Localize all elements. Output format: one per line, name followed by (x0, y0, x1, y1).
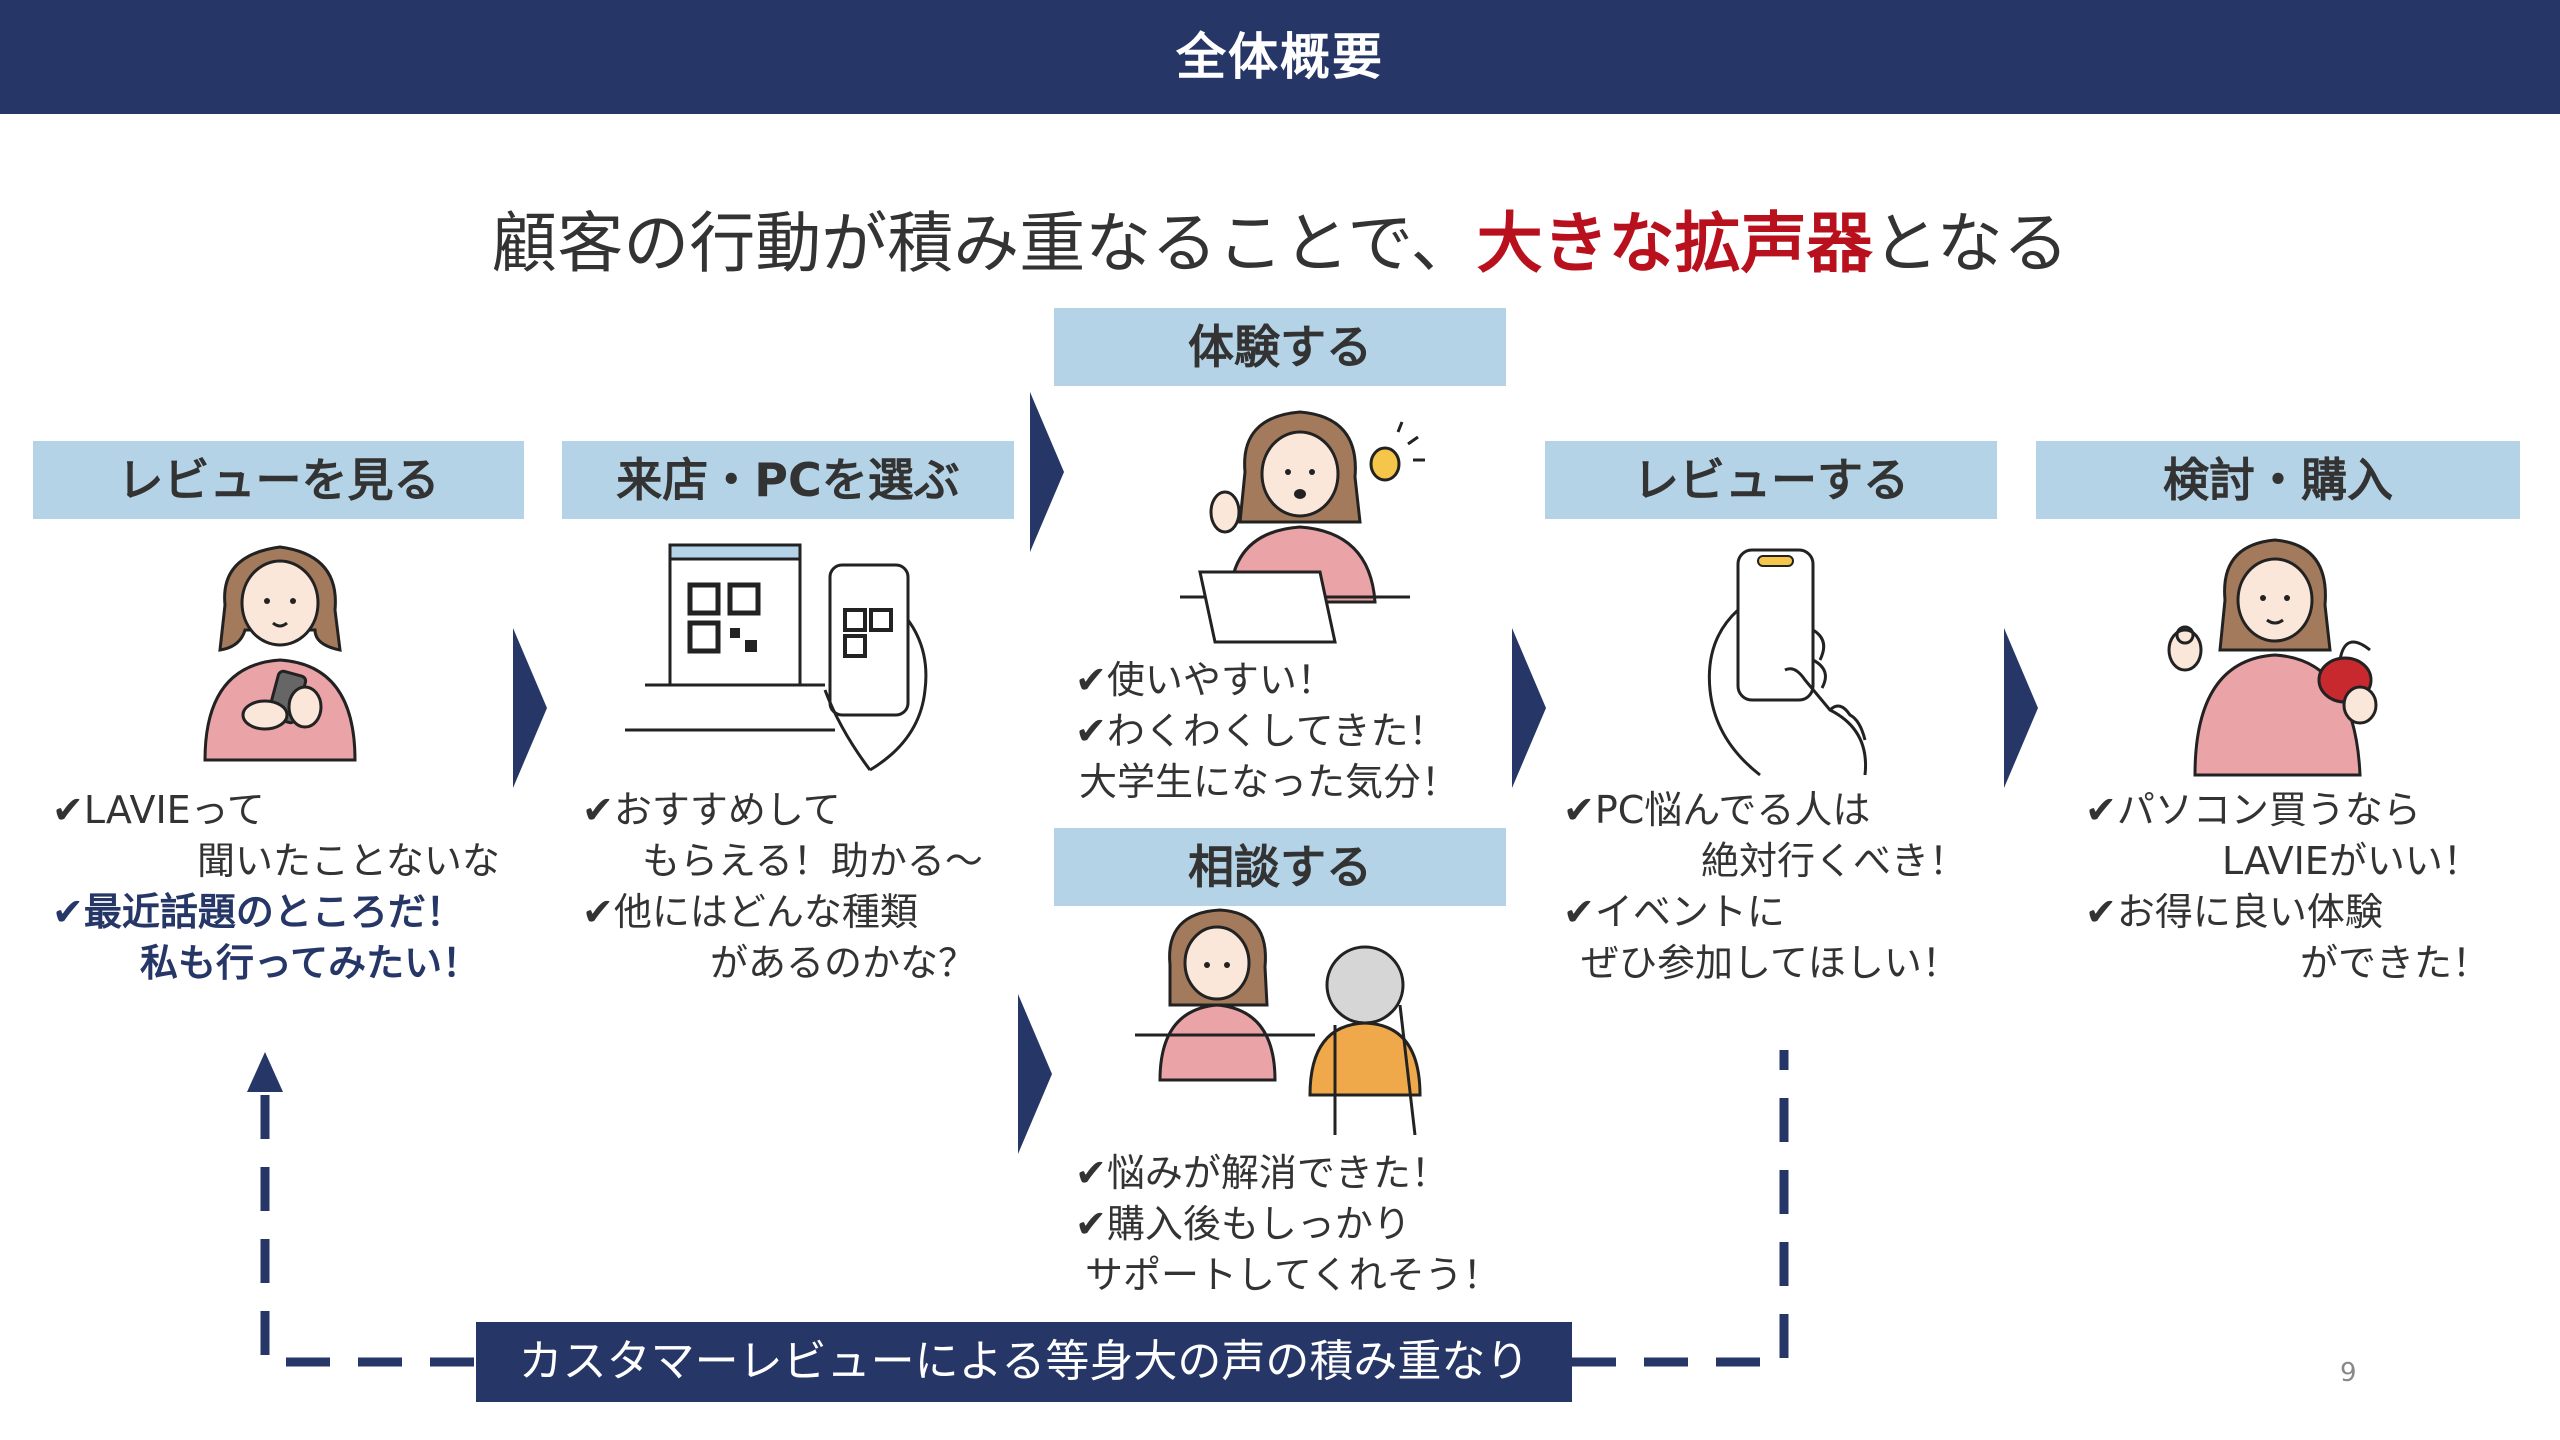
chevron-arrow-2 (1030, 392, 1064, 552)
hand-phone-illustration (1707, 548, 1868, 777)
consultation-illustration (1135, 908, 1422, 1136)
header-bar (0, 0, 2560, 114)
comment-experience: ✔使いやすい！ ✔わくわくしてきた！ 大学生になった気分！ (1075, 658, 1460, 804)
woman-laptop-illustration (1180, 410, 1425, 644)
comment-review-write: ✔PC悩んでる人は 絶対行くべき！ ✔イベントに ぜひ参加してほしい！ (1563, 788, 1968, 985)
comment-purchase: ✔パソコン買うなら LAVIEがいい！ ✔お得に良い体験 ができた！ (2085, 788, 2491, 985)
page-number: 9 (2340, 1358, 2357, 1388)
qr-code-illustration (625, 543, 928, 772)
comment-store: ✔おすすめして もらえる！助かる～ ✔他にはどんな種類 があるのかな？ (582, 788, 983, 985)
headline-highlight: 大きな拡声器 (1476, 205, 1873, 282)
step-box-store: 来店・PCを選ぶ (562, 441, 1014, 519)
chevron-arrow-4 (1512, 628, 1546, 788)
bottom-banner: カスタマーレビューによる等身大の声の積み重なり (476, 1322, 1572, 1402)
woman-wallet-illustration (2167, 538, 2378, 777)
comment-consult: ✔悩みが解消できた！ ✔購入後もしっかり サポートしてくれそう！ (1075, 1151, 1501, 1297)
slide-title: 全体概要 (1176, 28, 1384, 86)
step-box-review-view: レビューを見る (33, 441, 524, 519)
step-box-consult: 相談する (1054, 828, 1506, 906)
step-box-review-write: レビューする (1545, 441, 1997, 519)
chevron-arrow-3 (1018, 994, 1052, 1154)
woman-phone-illustration (203, 545, 357, 762)
comment-review-view: ✔LAVIEって 聞いたことないな ✔最近話題のところだ！ 私も行ってみたい！ (52, 788, 500, 985)
chevron-arrow-5 (2004, 628, 2038, 788)
step-box-experience: 体験する (1054, 308, 1506, 386)
headline-prefix: 顧客の行動が積み重なることで、 (491, 205, 1477, 282)
step-box-purchase: 検討・購入 (2036, 441, 2520, 519)
headline: 顧客の行動が積み重なることで、大きな拡声器となる (0, 190, 2560, 286)
headline-suffix: となる (1872, 205, 2069, 282)
chevron-arrow-1 (513, 628, 547, 788)
